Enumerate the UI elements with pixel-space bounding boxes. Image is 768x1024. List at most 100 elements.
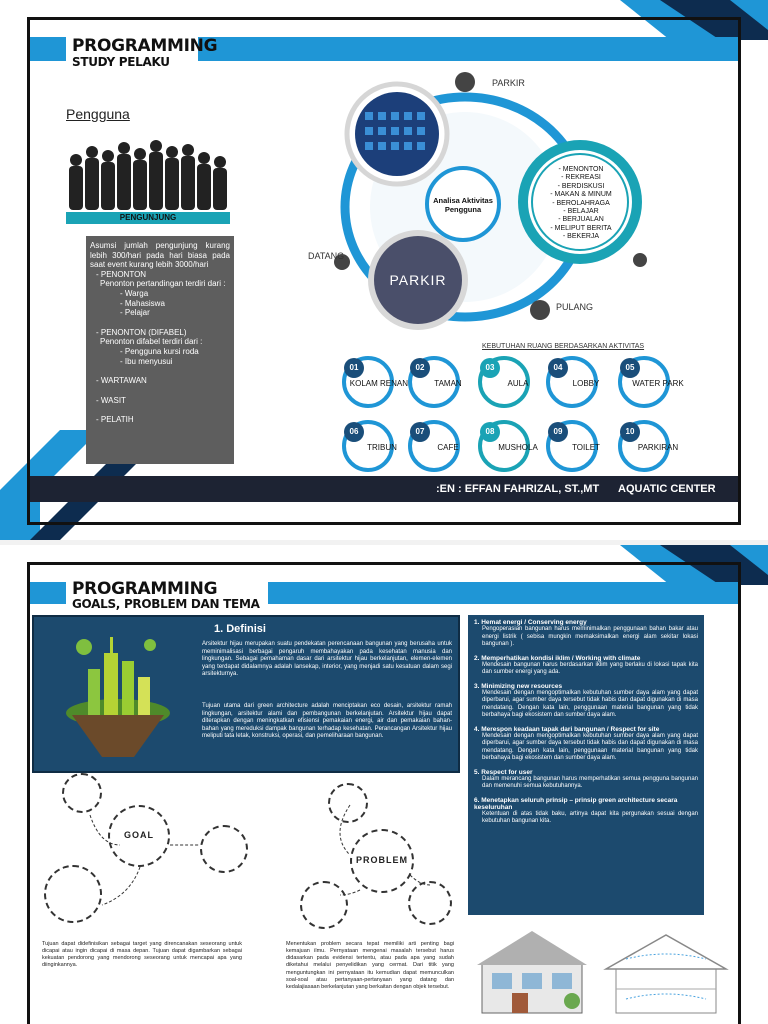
activity-item: - MELIPUT BERITA bbox=[550, 224, 612, 232]
room-label: WATER PARK bbox=[632, 379, 684, 389]
building-section-illustration bbox=[603, 934, 729, 1014]
room-label: MUSHOLA bbox=[498, 443, 538, 453]
room-label: TAMAN bbox=[434, 379, 462, 389]
diagram-parkir-big-label: PARKIR bbox=[389, 272, 447, 288]
goal-sub-circle bbox=[44, 865, 102, 923]
problem-circle bbox=[350, 829, 414, 893]
diagram-parkir-top-label: PARKIR bbox=[492, 78, 525, 88]
room-label: LOBBY bbox=[572, 379, 600, 389]
principle-title: 3. Minimizing new resources bbox=[474, 682, 563, 690]
room-number: 08 bbox=[480, 422, 500, 442]
assumption-line: Asumsi jumlah pengunjung kurang lebih 30… bbox=[90, 241, 230, 270]
assumption-line: - WARTAWAN bbox=[96, 376, 147, 386]
footer-lecturer: :EN : EFFAN FAHRIZAL, ST.,MT bbox=[436, 483, 600, 495]
activity-list: - MENONTON - REKREASI - BERDISKUSI - MAK… bbox=[538, 166, 624, 242]
title-accent-bar-right bbox=[268, 582, 738, 604]
assumption-line: - WASIT bbox=[96, 395, 126, 405]
room-number: 03 bbox=[480, 358, 500, 378]
principle-title: 6. Menetapkan seluruh prinsip – prinsip … bbox=[474, 796, 678, 811]
title-accent-bar bbox=[30, 582, 66, 604]
assumption-line: Penonton difabel terdiri dari : bbox=[100, 337, 203, 347]
activity-item: - BEROLAHRAGA bbox=[552, 199, 610, 207]
room-label: CAFE bbox=[437, 443, 459, 453]
goal-label: GOAL bbox=[124, 830, 154, 840]
problem-sub-circle bbox=[328, 783, 368, 823]
slide-study-pelaku: PROGRAMMING STUDY PELAKU Pengguna PENGUN… bbox=[0, 0, 768, 540]
activity-diagram bbox=[334, 72, 647, 330]
slide-goals-problem: PROGRAMMING GOALS, PROBLEM DAN TEMA 1. D… bbox=[0, 545, 768, 1024]
activity-item: - MAKAN & MINUM bbox=[550, 191, 612, 199]
definisi-paragraph-1: Arsitektur hijau merupakan suatu pendeka… bbox=[202, 641, 452, 677]
footer-project: AQUATIC CENTER bbox=[618, 483, 716, 495]
room-number: 09 bbox=[548, 422, 568, 442]
principle-title: 5. Respect for user bbox=[474, 768, 533, 776]
assumption-line: - Pengguna kursi roda bbox=[120, 346, 199, 356]
principle-body: Mendesain dengan mengoptimalkan kebutuha… bbox=[482, 732, 698, 762]
assumption-line: Penonton pertandingan terdiri dari : bbox=[100, 279, 226, 289]
crowd-silhouette-image bbox=[69, 140, 227, 210]
principle-title: 2. Memperhatikan kondisi iklim / Working… bbox=[474, 654, 641, 662]
problem-description: Menentukan problem secara tepat memiliki… bbox=[286, 941, 454, 990]
principle-body: Mendesain bangunan harus berdasarkan ikl… bbox=[482, 661, 698, 676]
definisi-panel: 1. Definisi Arsitektur hijau merupakan s… bbox=[32, 615, 460, 773]
assumption-line: - Mahasiswa bbox=[120, 298, 165, 308]
goal-sub-circle bbox=[62, 773, 102, 813]
diagram-datang-label: DATANG bbox=[308, 251, 345, 261]
room-label: TRIBUN bbox=[367, 443, 397, 453]
room-number: 07 bbox=[410, 422, 430, 442]
activity-item: - REKREASI bbox=[561, 174, 601, 182]
title-accent-bar-right bbox=[198, 37, 738, 61]
room-number: 10 bbox=[620, 422, 640, 442]
principle-title: 4. Merespon keadaan tapak dari bangunan … bbox=[474, 725, 660, 733]
assumption-line: - PELATIH bbox=[96, 415, 134, 425]
green-house-illustration bbox=[477, 931, 587, 1014]
green-city-illustration bbox=[66, 637, 170, 757]
room-number: 02 bbox=[410, 358, 430, 378]
goal-circle bbox=[108, 805, 170, 867]
goal-sub-circle bbox=[200, 825, 248, 873]
page-subtitle: STUDY PELAKU bbox=[72, 55, 170, 69]
assumption-line: - PENONTON bbox=[96, 269, 147, 279]
goal-arrows bbox=[89, 814, 200, 906]
assumption-line: - Warga bbox=[120, 288, 149, 298]
room-label: AULA bbox=[507, 379, 529, 389]
room-number: 06 bbox=[344, 422, 364, 442]
activity-item: - BERDISKUSI bbox=[557, 182, 605, 190]
room-label: TOILET bbox=[572, 443, 600, 453]
problem-sub-circle bbox=[300, 881, 348, 929]
pengunjung-label: PENGUNJUNG bbox=[66, 212, 230, 224]
room-label: PARKIRAN bbox=[637, 443, 679, 453]
section-title: Pengguna bbox=[66, 106, 130, 122]
page-title: PROGRAMMING bbox=[72, 36, 218, 56]
principle-body: Pengoperasian bangunan harus meminimalka… bbox=[482, 626, 698, 647]
slide-frame bbox=[27, 562, 741, 1024]
problem-arrows bbox=[339, 804, 431, 896]
page-subtitle: GOALS, PROBLEM DAN TEMA bbox=[72, 597, 260, 611]
diagram-center-label: Analisa Aktivitas Pengguna bbox=[433, 196, 493, 214]
principle-body: Mendesain dengan mengoptimalkan kebutuha… bbox=[482, 689, 698, 719]
problem-label: PROBLEM bbox=[356, 855, 408, 865]
room-number: 05 bbox=[620, 358, 640, 378]
diagram-pulang-label: PULANG bbox=[556, 302, 594, 312]
activity-item: - BERJUALAN bbox=[558, 216, 604, 224]
principle-title: 1. Hemat energi / Conserving energy bbox=[474, 619, 587, 626]
assumption-panel: Asumsi jumlah pengunjung kurang lebih 30… bbox=[86, 236, 234, 464]
room-number: 01 bbox=[344, 358, 364, 378]
footer-bar bbox=[30, 476, 738, 502]
definisi-title: 1. Definisi bbox=[214, 623, 266, 635]
definisi-paragraph-2: Tujuan utama dari green architecture ada… bbox=[202, 703, 452, 739]
room-label: KOLAM RENANG bbox=[349, 379, 415, 389]
goal-description: Tujuan dapat didefinisikan sebagai targe… bbox=[42, 941, 242, 969]
top-right-decoration bbox=[620, 545, 768, 585]
needs-title: KEBUTUHAN RUANG BERDASARKAN AKTIVITAS bbox=[482, 343, 645, 350]
assumption-line: - Ibu menyusui bbox=[120, 356, 173, 366]
title-accent-bar bbox=[30, 37, 66, 61]
